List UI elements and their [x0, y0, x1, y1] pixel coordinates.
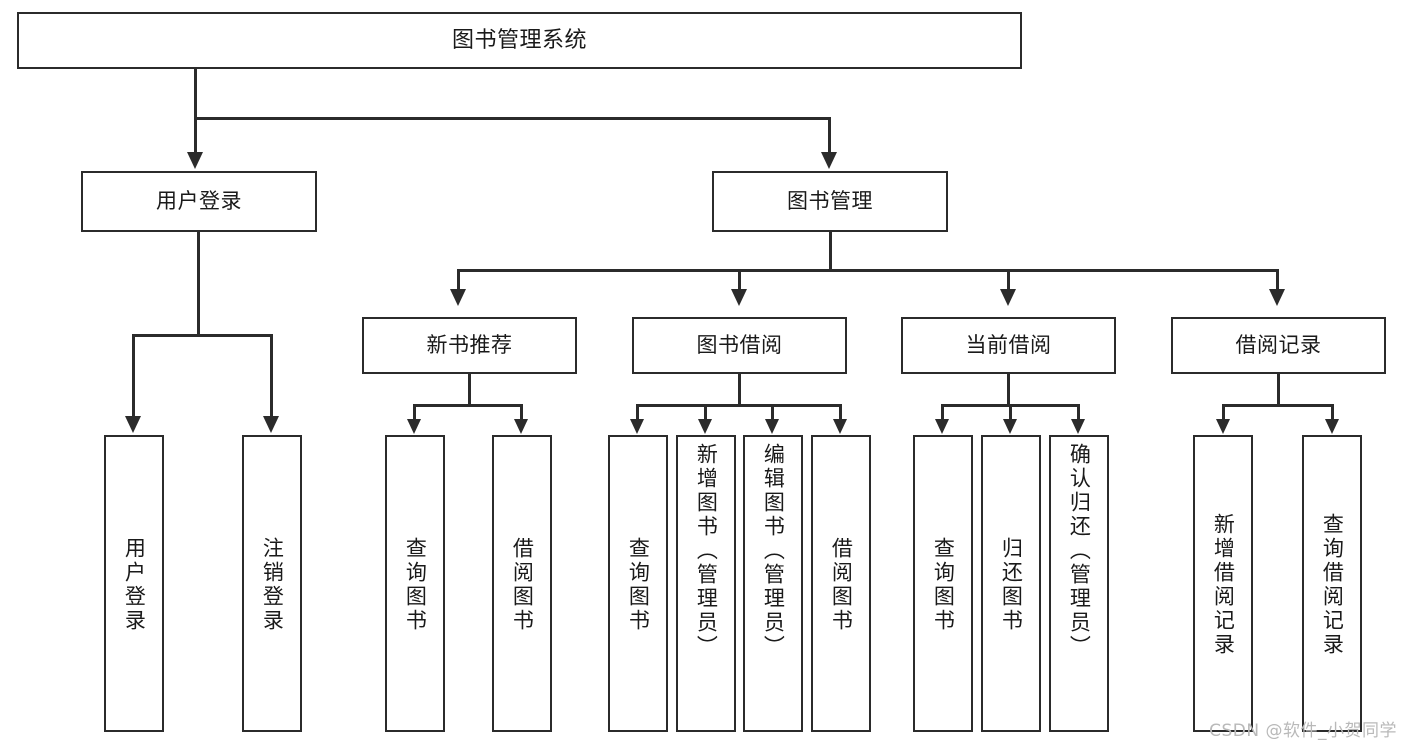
node-new-book-recommend-label: 新书推荐 — [426, 333, 513, 358]
connector-root-to-bookmgmt — [828, 117, 831, 155]
arrowhead-bookborrow-c4 — [833, 419, 847, 434]
connector-root-trunk — [194, 69, 197, 119]
leaf-borrow-edit-book-label: 编辑图书（管理员） — [761, 443, 786, 659]
arrowhead-borrowrecord-c1 — [1216, 419, 1230, 434]
leaf-newbook-query-book-label: 查询图书 — [403, 536, 428, 633]
leaf-borrow-query-book[interactable]: 查询图书 — [608, 435, 668, 732]
node-root[interactable]: 图书管理系统 — [17, 12, 1022, 69]
leaf-borrow-add-book[interactable]: 新增图书（管理员） — [676, 435, 736, 732]
arrowhead-root-to-bookmgmt — [821, 152, 837, 169]
connector-borrowrecord-trunk — [1277, 374, 1280, 406]
connector-bookmgmt-b3 — [1007, 269, 1010, 291]
leaf-borrow-borrow-book-label: 借阅图书 — [829, 536, 854, 633]
connector-newbook-c1 — [413, 404, 416, 421]
connector-currentborrow-trunk — [1007, 374, 1010, 406]
leaf-current-query-book-label: 查询图书 — [931, 536, 956, 633]
connector-userlogin-to-leaf2 — [270, 334, 273, 418]
node-new-book-recommend[interactable]: 新书推荐 — [362, 317, 577, 374]
connector-currentborrow-c2 — [1009, 404, 1012, 421]
watermark: CSDN @软件_小贺同学 — [1209, 721, 1397, 741]
leaf-record-query-record[interactable]: 查询借阅记录 — [1302, 435, 1362, 732]
connector-bookmgmt-b1 — [457, 269, 460, 291]
arrowhead-bookmgmt-b2 — [731, 289, 747, 306]
leaf-logout-label: 注销登录 — [260, 536, 285, 633]
connector-borrowrecord-bar — [1223, 404, 1333, 407]
connector-bookmgmt-b2 — [738, 269, 741, 291]
node-root-label: 图书管理系统 — [451, 27, 587, 53]
arrowhead-bookmgmt-b1 — [450, 289, 466, 306]
leaf-newbook-borrow-book[interactable]: 借阅图书 — [492, 435, 552, 732]
connector-bookmgmt-trunk — [829, 232, 832, 271]
connector-newbook-c2 — [520, 404, 523, 421]
arrowhead-newbook-c1 — [407, 419, 421, 434]
connector-bookborrow-c4 — [839, 404, 842, 421]
node-current-borrow-label: 当前借阅 — [965, 333, 1052, 358]
node-book-borrow[interactable]: 图书借阅 — [632, 317, 847, 374]
leaf-borrow-edit-book[interactable]: 编辑图书（管理员） — [743, 435, 803, 732]
connector-root-bar — [195, 117, 831, 120]
leaf-borrow-query-book-label: 查询图书 — [626, 536, 651, 633]
arrowhead-root-to-userlogin — [187, 152, 203, 169]
node-user-login-label: 用户登录 — [156, 189, 242, 214]
connector-borrowrecord-c2 — [1331, 404, 1334, 421]
leaf-record-add-record[interactable]: 新增借阅记录 — [1193, 435, 1253, 732]
connector-bookmgmt-bar — [458, 269, 1278, 272]
connector-bookborrow-bar — [637, 404, 841, 407]
connector-userlogin-to-leaf1 — [132, 334, 135, 418]
connector-bookborrow-c3 — [771, 404, 774, 421]
connector-borrowrecord-c1 — [1222, 404, 1225, 421]
connector-bookborrow-trunk — [738, 374, 741, 406]
leaf-newbook-borrow-book-label: 借阅图书 — [510, 536, 535, 633]
arrowhead-bookborrow-c1 — [630, 419, 644, 434]
connector-bookmgmt-b4 — [1276, 269, 1279, 291]
leaf-record-query-record-label: 查询借阅记录 — [1320, 512, 1345, 657]
connector-newbook-bar — [414, 404, 522, 407]
leaf-current-return-book-label: 归还图书 — [999, 536, 1024, 633]
leaf-current-return-book[interactable]: 归还图书 — [981, 435, 1041, 732]
leaf-record-add-record-label: 新增借阅记录 — [1211, 512, 1236, 657]
leaf-borrow-borrow-book[interactable]: 借阅图书 — [811, 435, 871, 732]
arrowhead-bookborrow-c3 — [765, 419, 779, 434]
connector-currentborrow-c1 — [941, 404, 944, 421]
connector-newbook-trunk — [468, 374, 471, 406]
arrowhead-currentborrow-c1 — [935, 419, 949, 434]
connector-bookborrow-c1 — [636, 404, 639, 421]
node-borrow-record-label: 借阅记录 — [1235, 333, 1322, 358]
arrowhead-userlogin-leaf2 — [263, 416, 279, 433]
node-book-management-label: 图书管理 — [787, 189, 873, 214]
leaf-current-confirm-return[interactable]: 确认归还（管理员） — [1049, 435, 1109, 732]
connector-bookborrow-c2 — [704, 404, 707, 421]
connector-userlogin-bar — [133, 334, 272, 337]
arrowhead-borrowrecord-c2 — [1325, 419, 1339, 434]
leaf-newbook-query-book[interactable]: 查询图书 — [385, 435, 445, 732]
arrowhead-currentborrow-c2 — [1003, 419, 1017, 434]
arrowhead-userlogin-leaf1 — [125, 416, 141, 433]
leaf-logout[interactable]: 注销登录 — [242, 435, 302, 732]
node-book-management[interactable]: 图书管理 — [712, 171, 948, 232]
node-book-borrow-label: 图书借阅 — [696, 333, 783, 358]
leaf-current-query-book[interactable]: 查询图书 — [913, 435, 973, 732]
connector-userlogin-trunk — [197, 232, 200, 336]
leaf-borrow-add-book-label: 新增图书（管理员） — [694, 443, 719, 659]
arrowhead-bookborrow-c2 — [698, 419, 712, 434]
connector-root-to-userlogin — [194, 117, 197, 155]
node-user-login[interactable]: 用户登录 — [81, 171, 317, 232]
leaf-user-login[interactable]: 用户登录 — [104, 435, 164, 732]
leaf-current-confirm-return-label: 确认归还（管理员） — [1067, 443, 1092, 659]
arrowhead-bookmgmt-b4 — [1269, 289, 1285, 306]
arrowhead-newbook-c2 — [514, 419, 528, 434]
arrowhead-bookmgmt-b3 — [1000, 289, 1016, 306]
arrowhead-currentborrow-c3 — [1071, 419, 1085, 434]
node-borrow-record[interactable]: 借阅记录 — [1171, 317, 1386, 374]
node-current-borrow[interactable]: 当前借阅 — [901, 317, 1116, 374]
connector-currentborrow-c3 — [1077, 404, 1080, 421]
leaf-user-login-label: 用户登录 — [122, 536, 147, 633]
